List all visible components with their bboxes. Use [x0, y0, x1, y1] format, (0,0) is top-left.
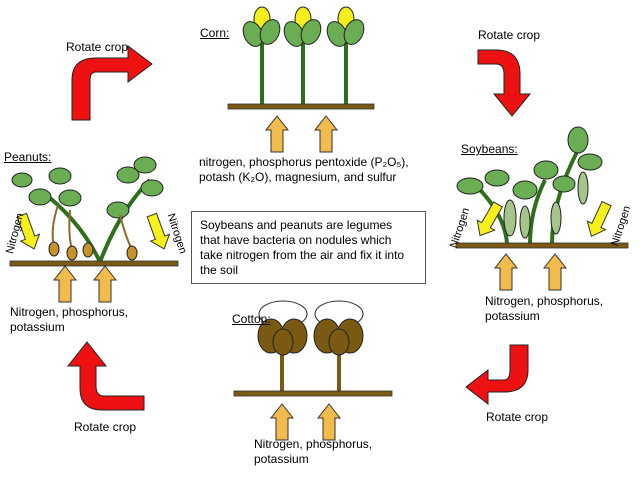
peanut-pod [48, 241, 60, 257]
peanut-leaf [140, 179, 164, 197]
legume-note-box: Soybeans and peanuts are legumes that ha… [191, 211, 426, 284]
peanut-leaf [11, 172, 33, 188]
peanuts-title: Peanuts: [4, 150, 52, 164]
soybean-soil-line [455, 242, 629, 249]
peanut-pod [66, 245, 78, 261]
peanuts-nutrients-line2: potassium [10, 320, 65, 334]
peanut-leaf [116, 166, 140, 184]
corn-plant [326, 6, 365, 104]
legume-note-line: the soil [200, 263, 239, 277]
legume-note-line: Soybeans and peanuts are legumes [200, 218, 393, 232]
legume-note-line: take nitrogen from the air and fix it in… [200, 248, 405, 262]
soybean-plants [455, 126, 629, 291]
cotton-nutrients-line2: potassium [254, 452, 309, 466]
soybeans-title: Soybeans: [461, 142, 518, 156]
rotate-arrow-bottom-right [465, 344, 529, 406]
corn-plant [242, 6, 281, 104]
peanut-pod [82, 242, 94, 258]
cotton-plant [313, 300, 364, 392]
peanut-leaf [133, 156, 157, 174]
corn-nutrient-arrow [314, 115, 338, 153]
soybean-leaf [567, 126, 589, 154]
rotate-arrow-bottom-left [66, 341, 145, 411]
rotate-label-top-left: Rotate crop [66, 40, 129, 54]
rotate-label-bottom-right: Rotate crop [486, 410, 549, 424]
soybean-pod [519, 205, 531, 239]
soybean-leaf [533, 160, 559, 180]
soybean-leaf [552, 175, 576, 193]
peanut-plants [9, 156, 179, 303]
soybean-leaf [512, 180, 538, 200]
soybean-pod [550, 201, 562, 235]
cotton-nutrient-arrow [270, 403, 294, 441]
peanut-leaf [106, 201, 130, 219]
peanut-leaf [28, 188, 52, 206]
soybean-nitrogen-arrow [581, 198, 617, 242]
cotton-nutrient-arrow [317, 403, 341, 441]
soybeans-nutrients-line2: potassium [485, 309, 540, 323]
soybean-nutrient-arrow [543, 253, 567, 291]
peanut-nutrient-arrow [53, 265, 77, 303]
corn-nutrients-line1: nitrogen, phosphorus pentoxide (P₂O₅), [199, 155, 409, 169]
soybean-leaf [456, 177, 484, 195]
soybean-pod [503, 199, 517, 237]
soybeans-nutrients-line1: Nitrogen, phosphorus, [485, 294, 604, 308]
cotton-title: Cotton: [232, 312, 271, 326]
corn-plants [227, 6, 375, 153]
peanut-soil-line [9, 260, 179, 267]
soybean-nutrient-arrow [494, 253, 518, 291]
soybean-leaf [577, 153, 603, 171]
peanut-leaf [58, 189, 82, 207]
corn-nutrients-line2: potash (K₂O), magnesium, and sulfur [199, 170, 397, 184]
cotton-nutrients-line1: Nitrogen, phosphorus, [254, 437, 373, 451]
rotate-label-top-right: Rotate crop [478, 28, 541, 42]
cotton-plant [257, 300, 308, 392]
rotate-arrow-top-right [477, 49, 532, 117]
peanut-leaf [48, 167, 72, 185]
corn-soil-line [227, 103, 375, 110]
peanuts-nutrients-line1: Nitrogen, phosphorus, [10, 305, 129, 319]
soybean-pod [577, 171, 589, 205]
peanut-pod [126, 245, 138, 261]
soybean-leaf [484, 169, 510, 187]
rotate-label-bottom-left: Rotate crop [74, 420, 137, 434]
corn-nutrient-arrow [265, 115, 289, 153]
cotton-soil-line [233, 390, 393, 397]
peanut-nutrient-arrow [93, 265, 117, 303]
legume-note-line: that have bacteria on nodules which [200, 233, 392, 247]
cotton-plants [233, 300, 393, 441]
corn-title: Corn: [200, 26, 230, 40]
rotate-arrow-top-left [71, 45, 153, 121]
corn-plant [283, 6, 322, 104]
